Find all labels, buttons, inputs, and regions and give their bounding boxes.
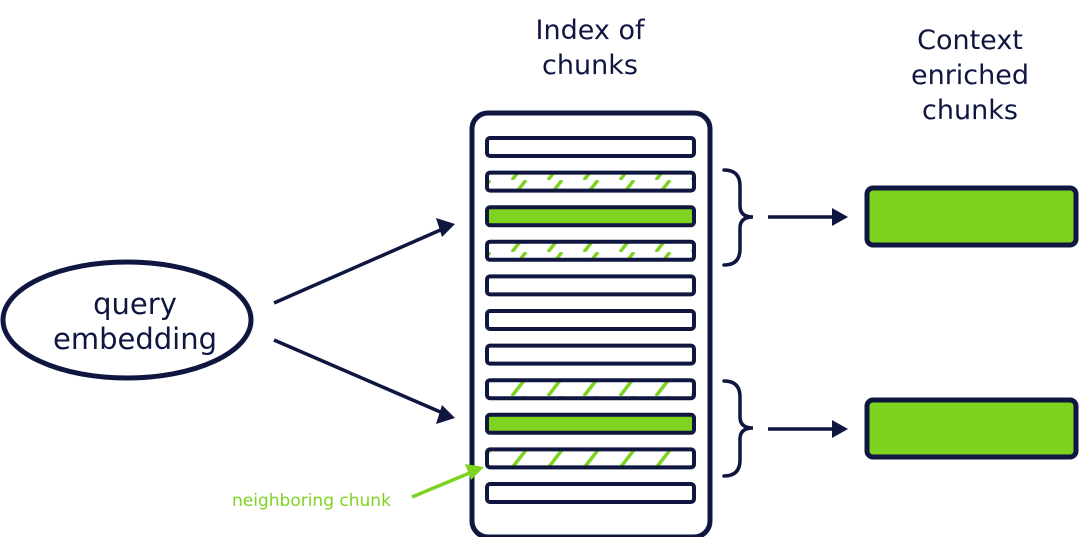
chunk-row-neighbor (485, 239, 696, 262)
query-embedding-label: query embedding (52, 287, 217, 356)
query-arrow-upper-head (436, 218, 455, 237)
neighbor-annotation-arrow-head (465, 464, 484, 480)
chunk-row-match (485, 205, 696, 228)
brace-upper (722, 168, 754, 267)
query-arrow-lower-head (436, 405, 455, 424)
output-arrow-lower-head (832, 420, 848, 438)
chunk-row-neighbor (485, 170, 696, 193)
chunk-row-neighbor (485, 447, 696, 470)
chunk-row-plain (485, 274, 696, 297)
neighbor-annotation-arrow (411, 470, 473, 499)
query-arrows (273, 218, 455, 424)
output-arrow-upper-head (832, 208, 848, 226)
chunk-row-match (485, 412, 696, 435)
query-embedding-node (0, 259, 254, 381)
chunk-row-neighbor (485, 378, 696, 401)
index-of-chunks-title: Index of chunks (535, 15, 645, 81)
chunk-row-plain (485, 482, 696, 504)
chunk-row-plain (485, 136, 696, 158)
chunk-row-plain (485, 343, 696, 366)
query-arrow-upper (273, 226, 446, 305)
chunk-rows (485, 136, 696, 504)
chunk-row-plain (485, 309, 696, 331)
enriched-chunk-upper (864, 185, 1079, 248)
neighboring-chunk-label: neighboring chunk (232, 491, 391, 511)
brace-lower (722, 379, 754, 478)
context-enriched-chunks-title: Context enriched chunks (910, 25, 1030, 126)
query-arrow-lower (273, 338, 446, 416)
enriched-chunk-lower (864, 397, 1079, 460)
